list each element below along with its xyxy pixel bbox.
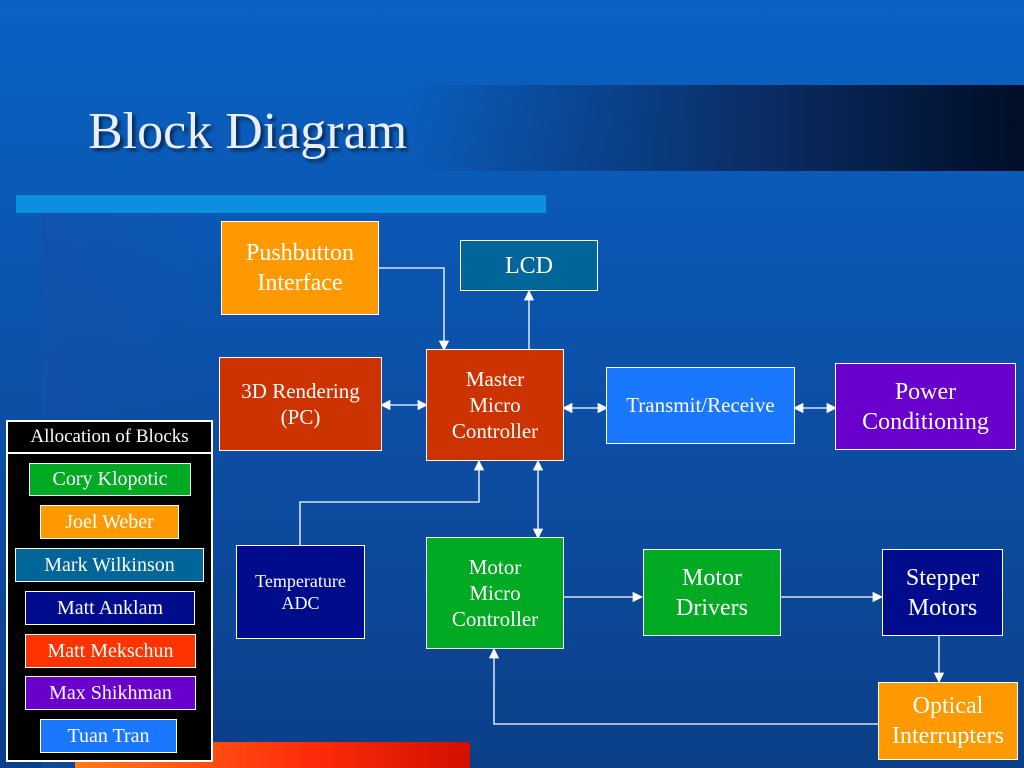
optical-interrupters-block: Optical Interrupters [878, 682, 1018, 760]
stepper-motors-block: Stepper Motors [882, 549, 1003, 636]
transmit-receive-label: Transmit/Receive [626, 393, 775, 418]
pushbutton-interface-block: Pushbutton Interface [221, 221, 379, 315]
motor-micro-controller-label: Motor Micro Controller [451, 554, 539, 632]
stepper-motors-label: Stepper Motors [905, 564, 980, 621]
title-band [0, 85, 1024, 171]
lcd-label: LCD [505, 252, 553, 279]
temperature-to-master-arrow [299, 459, 485, 546]
slide-title: Block Diagram [88, 103, 408, 160]
temperature-adc-label: Temperature ADC [255, 570, 346, 614]
power-conditioning-label: Power Conditioning [862, 378, 989, 435]
temperature-adc-block: Temperature ADC [236, 545, 365, 639]
power-conditioning-block: Power Conditioning [835, 363, 1016, 450]
master-micro-controller-label: Master Micro Controller [451, 366, 539, 444]
pushbutton-to-master-arrow [379, 267, 450, 352]
legend-item-matt-anklam: Matt Anklam [25, 591, 195, 625]
legend-item-cory-klopotic: Cory Klopotic [29, 463, 191, 496]
optical-to-motor-micro-arrow [488, 647, 879, 725]
optical-interrupters-label: Optical Interrupters [892, 693, 1004, 749]
legend-item-matt-mekschun: Matt Mekschun [25, 634, 196, 668]
3d-rendering-label: 3D Rendering (PC) [241, 378, 360, 429]
transmit-receive-block: Transmit/Receive [606, 367, 795, 444]
3d-rendering-block: 3D Rendering (PC) [219, 357, 382, 451]
legend-item-joel-weber: Joel Weber [40, 505, 179, 539]
legend-item-mark-wilkinson: Mark Wilkinson [15, 548, 204, 582]
legend-item-max-shikhman: Max Shikhman [25, 676, 196, 710]
motor-micro-controller-block: Motor Micro Controller [426, 537, 564, 649]
motor-drivers-block: Motor Drivers [643, 549, 781, 636]
lcd-block: LCD [460, 240, 598, 291]
legend-item-tuan-tran: Tuan Tran [40, 719, 177, 753]
legend-title: Allocation of Blocks [8, 422, 211, 454]
title-underline-bar [16, 195, 546, 213]
pushbutton-interface-label: Pushbutton Interface [245, 240, 355, 296]
master-micro-controller-block: Master Micro Controller [426, 349, 564, 461]
motor-drivers-label: Motor Drivers [676, 564, 748, 621]
